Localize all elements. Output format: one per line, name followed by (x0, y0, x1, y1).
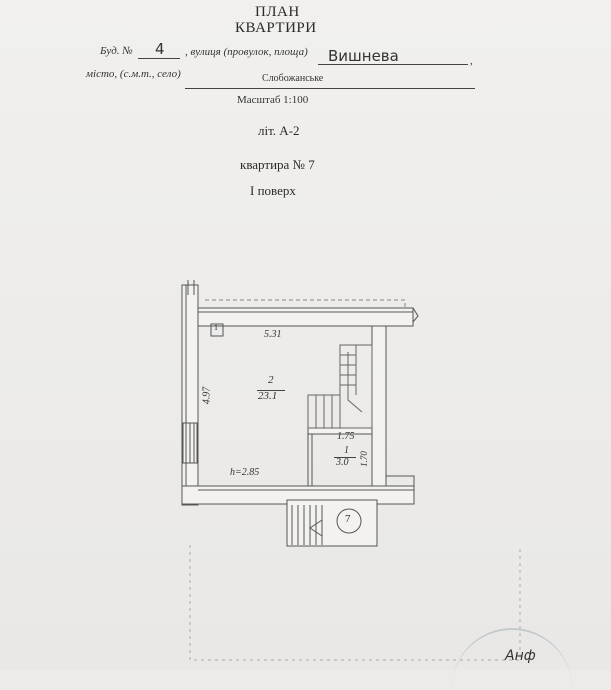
room1-width: 1.75 (337, 431, 355, 442)
ceiling-height: h=2.85 (230, 467, 260, 478)
building-underline (138, 58, 180, 59)
document-title-line2: КВАРТИРИ (235, 20, 317, 36)
document-title-line1: ПЛАН (255, 4, 300, 20)
room1-divider (334, 457, 356, 458)
room1-area: 3.0 (336, 457, 349, 468)
building-number: 4 (155, 40, 165, 58)
street-value: Вишнева (328, 47, 399, 65)
dimension-height: 4.97 (201, 386, 213, 405)
scale-label: Масштаб 1:100 (237, 94, 309, 106)
floor-plan-drawing (181, 280, 521, 661)
room2-divider (257, 390, 285, 391)
street-label: , вулиця (провулок, площа) (185, 46, 308, 58)
apartment-label: квартира № 7 (240, 157, 315, 172)
city-underline (185, 88, 475, 89)
street-underline (318, 64, 468, 65)
building-label: Буд. № (100, 45, 133, 57)
entrance-number: 7 (345, 513, 351, 525)
city-value: Слобожанське (262, 73, 324, 84)
room2-area: 23.1 (258, 390, 278, 402)
room1-height: 1.70 (358, 451, 369, 467)
dimension-width: 5.31 (264, 329, 282, 340)
floor-plan-document: ПЛАН КВАРТИРИ Буд. № 4 , вулиця (провуло… (0, 0, 611, 670)
city-label: місто, (с.м.т., село) (86, 68, 181, 80)
room2-number: 2 (268, 374, 274, 386)
room1-number: 1 (344, 445, 349, 456)
stamp-seal (452, 628, 572, 690)
letter-label: літ. А-2 (258, 123, 300, 138)
floor-label: I поверх (250, 183, 296, 198)
signature: Анф (505, 648, 536, 664)
corner-mark: 1 (214, 323, 218, 332)
trailing-comma: , (470, 55, 473, 67)
